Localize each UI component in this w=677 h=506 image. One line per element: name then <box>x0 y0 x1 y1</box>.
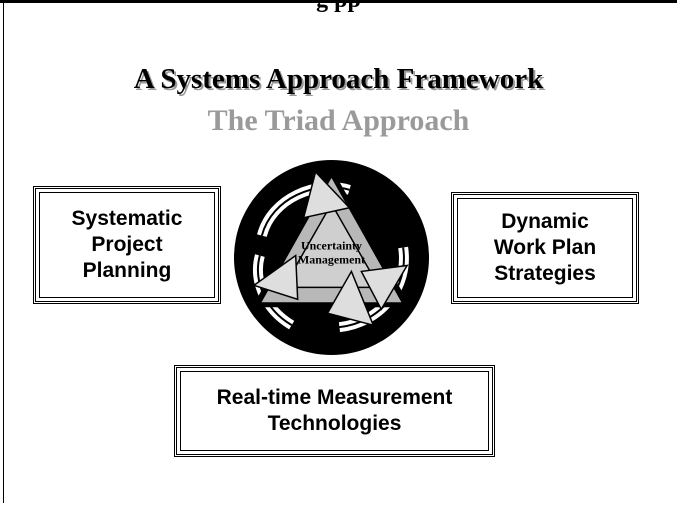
page-top-rule <box>0 0 677 3</box>
box-bottom-line-1: Real-time Measurement <box>216 386 453 409</box>
inner-triangle <box>282 202 381 289</box>
page-title: A Systems Approach Framework <box>133 63 544 95</box>
real-time-measurement-technologies-box: Real-time Measurement Technologies <box>174 365 495 457</box>
arrow-right <box>360 264 409 311</box>
triad-emblem: Uncertainty Management <box>233 159 430 356</box>
box-right-line-1: Dynamic <box>501 210 589 233</box>
arrow-bottom <box>326 269 375 327</box>
page-subtitle: The Triad Approach <box>207 104 470 137</box>
box-right-line-3: Strategies <box>494 262 596 285</box>
arrow-top <box>302 170 351 219</box>
box-right-line-2: Work Plan <box>493 236 597 259</box>
dynamic-work-plan-strategies-box: Dynamic Work Plan Strategies <box>451 192 639 304</box>
center-label-line-1: Uncertainty <box>301 239 362 253</box>
box-bottom-line-2: Technologies <box>267 412 402 435</box>
page-left-rule <box>3 3 4 503</box>
box-left-line-2: Project <box>91 233 163 256</box>
box-left-line-3: Planning <box>82 259 172 282</box>
systematic-project-planning-box: Systematic Project Planning <box>33 186 221 304</box>
box-left-line-1: Systematic <box>71 207 183 230</box>
center-label-line-2: Management <box>298 252 365 266</box>
arrow-left <box>252 254 299 301</box>
cut-off-heading: g pp <box>316 0 361 13</box>
